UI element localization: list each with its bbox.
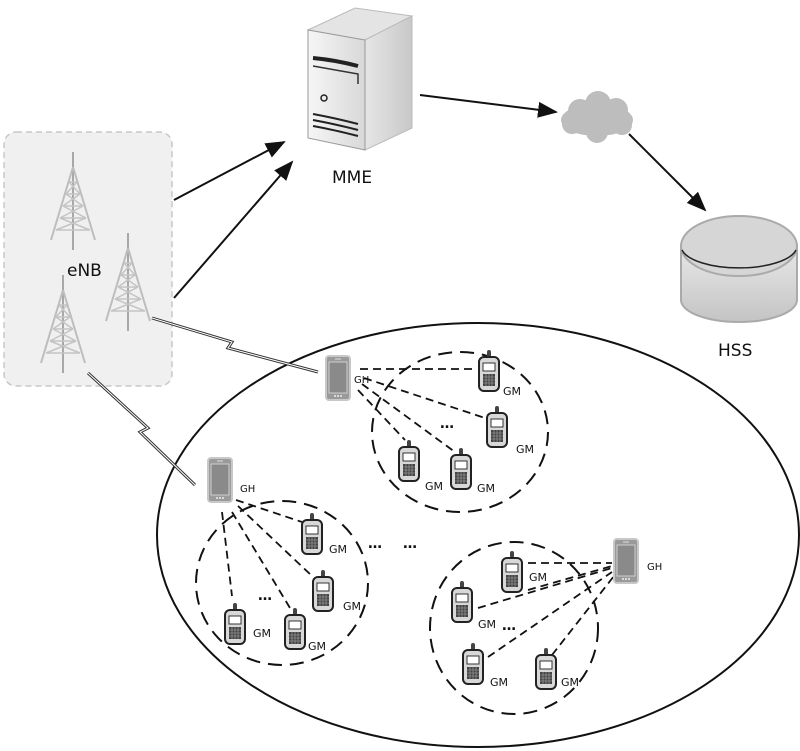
group-head-phone-icon [325, 355, 351, 401]
gm-label: GM [503, 385, 521, 398]
more-members-ellipsis: … [258, 588, 272, 604]
gh-label: GH [240, 484, 255, 495]
group-member-phone-icon [462, 642, 484, 685]
cluster-right: GH GM GM GM GM … [429, 538, 662, 715]
hss-database-icon [680, 215, 798, 323]
group-member-phone-icon [312, 569, 334, 612]
gm-label: GM [529, 571, 547, 584]
group-member-phone-icon [224, 602, 246, 645]
enb-group: eNB [3, 131, 173, 387]
wireless-link-enb-gh-top [151, 316, 319, 374]
mme-label: MME [332, 168, 372, 188]
gm-label: GM [490, 676, 508, 689]
link-enb-mme [173, 141, 286, 201]
enb-box [3, 131, 173, 387]
gm-label: GM [478, 618, 496, 631]
gm-label: GM [425, 480, 443, 493]
group-member-phone-icon [478, 349, 500, 392]
cluster-left: GH GM GM GM GM … [195, 457, 369, 666]
more-members-ellipsis: … [440, 416, 454, 432]
gm-label: GM [516, 443, 534, 456]
more-members-ellipsis: … [502, 618, 516, 634]
group-head-phone-icon [613, 538, 639, 584]
group-member-phone-icon [451, 580, 473, 623]
group-member-phone-icon [486, 405, 508, 448]
gm-label: GM [329, 543, 347, 556]
group-member-phone-icon [501, 550, 523, 593]
link-mme-cloud [419, 94, 558, 118]
group-member-phone-icon [450, 447, 472, 490]
hss-label: HSS [718, 341, 752, 361]
mme-server-icon [306, 7, 414, 151]
gh-label: GH [354, 375, 369, 386]
group-head-phone-icon [207, 457, 233, 503]
wireless-link-enb-gh-left [86, 371, 197, 487]
gm-label: GM [308, 640, 326, 653]
gm-label: GM [477, 482, 495, 495]
more-clusters-ellipsis: … [403, 536, 417, 552]
gm-label: GM [253, 627, 271, 640]
link-cloud-hss [628, 133, 707, 212]
cluster-top: GH GM GM GM GM … [325, 349, 549, 513]
group-member-phone-icon [301, 512, 323, 555]
group-member-phone-icon [284, 607, 306, 650]
coverage-area [156, 322, 800, 748]
more-clusters-ellipsis: … [368, 536, 382, 552]
group-member-phone-icon [398, 439, 420, 482]
gm-label: GM [561, 676, 579, 689]
gh-label: GH [647, 562, 662, 573]
enb-label: eNB [67, 261, 102, 281]
gm-label: GM [343, 600, 361, 613]
cloud-icon [561, 91, 633, 143]
link-enb-mme [173, 160, 294, 299]
